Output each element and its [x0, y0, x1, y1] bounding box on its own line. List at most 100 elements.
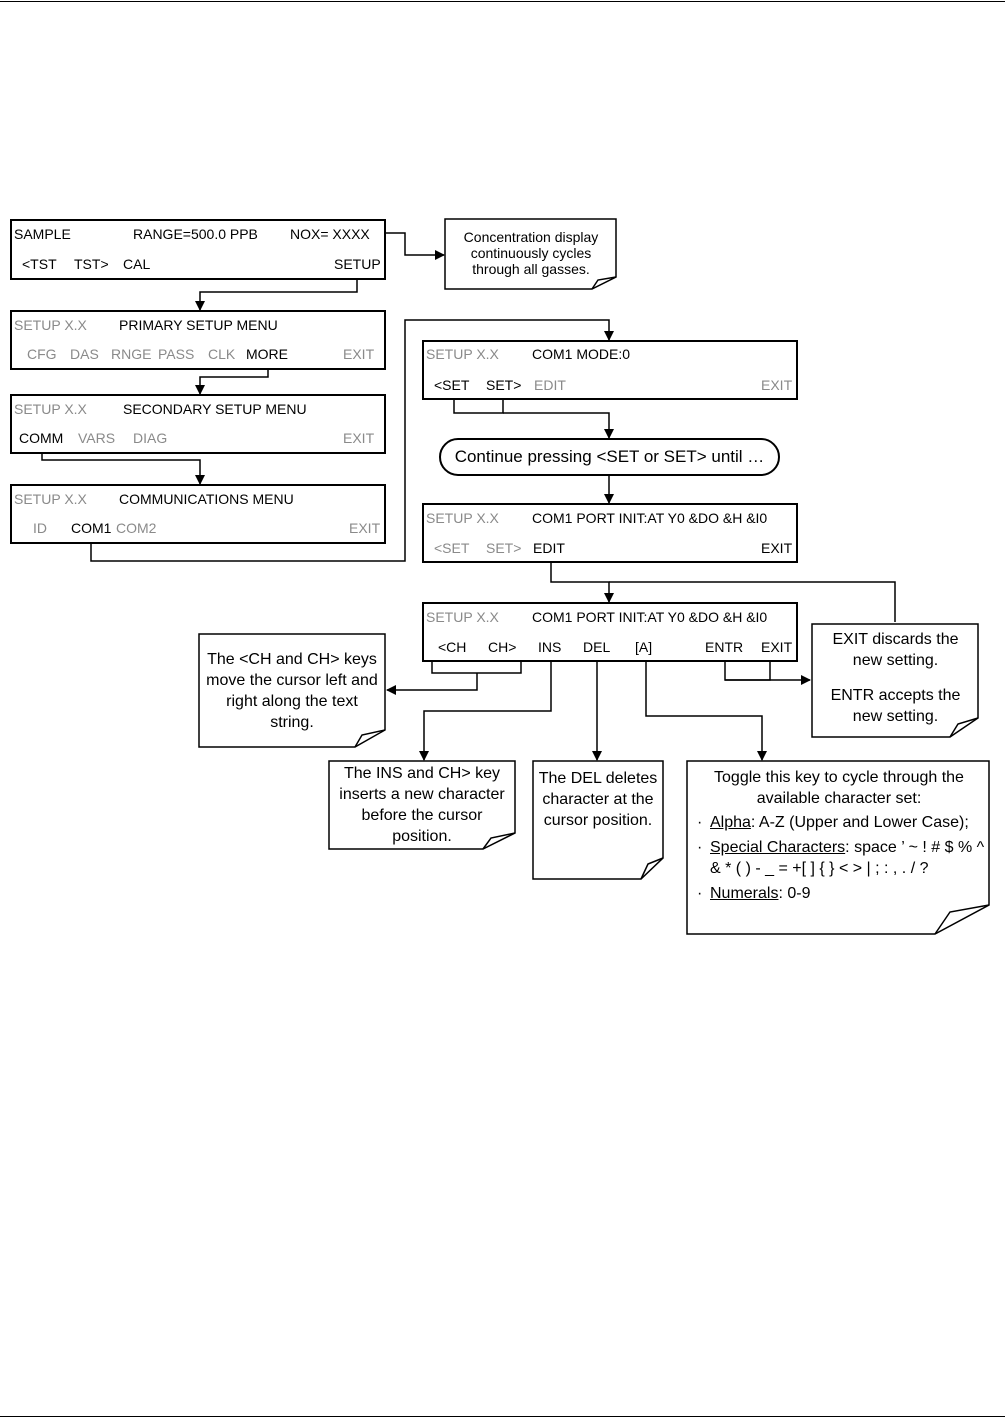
comm-title: COMMUNICATIONS MENU	[119, 491, 294, 507]
rnge-button[interactable]: RNGE	[111, 346, 152, 362]
exit-note-text: EXIT discards the new setting.	[832, 631, 959, 669]
diag-button[interactable]: DIAG	[133, 430, 168, 446]
continue-pressing-pill: Continue pressing <SET or SET> until …	[439, 438, 780, 476]
concentration-note-text: Concentration display continuously cycle…	[463, 229, 599, 277]
secondary-title: SECONDARY SETUP MENU	[123, 401, 307, 417]
note-shape-cursor	[198, 633, 386, 748]
set-next-button[interactable]: SET>	[486, 377, 522, 393]
com1-button[interactable]: COM1	[71, 520, 112, 536]
edit-exit-button[interactable]: EXIT	[761, 639, 793, 655]
arrow-set-to-pill	[503, 412, 614, 439]
arrow-edit-to-editscreen	[550, 557, 614, 603]
char-toggle-button[interactable]: [A]	[635, 639, 653, 655]
port-set-next-button[interactable]: SET>	[486, 540, 522, 556]
sample-display: SAMPLE RANGE=500.0 PPB NOX= XXXX <TST TS…	[10, 219, 386, 280]
entr-note-text: ENTR accepts the new setting.	[830, 687, 961, 725]
comm-button[interactable]: COMM	[19, 430, 64, 446]
communications-display: SETUP X.X COMMUNICATIONS MENU ID COM1 CO…	[10, 484, 386, 544]
note-shape-charset	[686, 760, 990, 935]
secondary-setup-display: SETUP X.X SECONDARY SETUP MENU COMM VARS…	[10, 394, 386, 454]
port-prefix: SETUP X.X	[426, 510, 499, 526]
set-prev-button[interactable]: <SET	[434, 377, 470, 393]
mode-edit-button[interactable]: EDIT	[534, 377, 566, 393]
mode-exit-button[interactable]: EXIT	[761, 377, 793, 393]
sample-title: SAMPLE	[14, 226, 71, 242]
bullet-icon: ·	[697, 814, 703, 831]
ch-next-button[interactable]: CH>	[488, 639, 517, 655]
ins-note-text: The INS and CH> key inserts a new charac…	[339, 765, 505, 845]
charset-alpha-item: · Alpha: A-Z (Upper and Lower Case);	[692, 812, 986, 833]
port-set-prev-button[interactable]: <SET	[434, 540, 470, 556]
arrow-setup-to-primary	[195, 280, 358, 311]
port-init-display: SETUP X.X COM1 PORT INIT:AT Y0 &DO &H &I…	[422, 503, 798, 563]
primary-setup-display: SETUP X.X PRIMARY SETUP MENU CFG DAS RNG…	[10, 310, 386, 370]
arrow-ins-to-note	[419, 656, 552, 761]
alpha-label: Alpha	[710, 814, 751, 831]
comm-prefix: SETUP X.X	[14, 491, 87, 507]
arrow-sample-to-note	[386, 232, 445, 260]
arrow-more-to-secondary	[195, 363, 269, 395]
ins-note: The INS and CH> key inserts a new charac…	[333, 763, 511, 847]
comm-exit-button[interactable]: EXIT	[349, 520, 381, 536]
arrow-ch-to-note	[386, 673, 478, 695]
continue-pressing-text: Continue pressing <SET or SET> until …	[454, 447, 765, 466]
special-value: : space ’ ~ ! # $ % ^ & * ( ) - _ = +[ ]…	[710, 839, 985, 877]
tst-prev-button[interactable]: <TST	[22, 256, 57, 272]
primary-exit-button[interactable]: EXIT	[343, 346, 375, 362]
exit-entr-note: EXIT discards the new setting. ENTR acce…	[818, 629, 973, 727]
range-readout: RANGE=500.0 PPB	[133, 226, 258, 242]
numerals-label: Numerals	[710, 885, 779, 902]
id-button[interactable]: ID	[33, 520, 47, 536]
entr-button[interactable]: ENTR	[705, 639, 744, 655]
port-edit-display: SETUP X.X COM1 PORT INIT:AT Y0 &DO &H &I…	[422, 602, 798, 662]
secondary-exit-button[interactable]: EXIT	[343, 430, 375, 446]
line-set-buttons	[453, 393, 504, 414]
ch-prev-button[interactable]: <CH	[438, 639, 467, 655]
bullet-icon: ·	[697, 839, 703, 856]
tst-next-button[interactable]: TST>	[74, 256, 109, 272]
com1-mode-display: SETUP X.X COM1 MODE:0 <SET SET> EDIT EXI…	[422, 340, 798, 400]
mode-title: COM1 MODE:0	[532, 346, 631, 362]
pass-button[interactable]: PASS	[158, 346, 195, 362]
clk-button[interactable]: CLK	[208, 346, 236, 362]
com2-button[interactable]: COM2	[116, 520, 157, 536]
bottom-rule	[0, 1416, 1005, 1417]
das-button[interactable]: DAS	[70, 346, 99, 362]
port-exit-button[interactable]: EXIT	[761, 540, 793, 556]
primary-prefix: SETUP X.X	[14, 317, 87, 333]
arrow-com1-to-mode	[90, 319, 614, 562]
charset-numerals-item: · Numerals: 0-9	[692, 883, 986, 904]
cal-button[interactable]: CAL	[123, 256, 151, 272]
cursor-note: The <CH and CH> keys move the cursor lef…	[203, 649, 381, 733]
port-edit-button[interactable]: EDIT	[533, 540, 565, 556]
vars-button[interactable]: VARS	[78, 430, 116, 446]
port-title: COM1 PORT INIT:AT Y0 &DO &H &I0	[532, 510, 768, 526]
nox-readout: NOX= XXXX	[290, 226, 370, 242]
arrow-char-to-note	[645, 656, 767, 761]
numerals-value: : 0-9	[778, 885, 811, 902]
concentration-note: Concentration display continuously cycle…	[452, 229, 610, 277]
charset-intro: Toggle this key to cycle through the ava…	[714, 769, 964, 807]
note-shape-exit	[811, 623, 979, 738]
note-shape-del	[532, 760, 664, 880]
charset-note: Toggle this key to cycle through the ava…	[692, 767, 986, 904]
more-button[interactable]: MORE	[246, 346, 288, 362]
edit-title: COM1 PORT INIT:AT Y0 &DO &H &I0	[532, 609, 768, 625]
del-note: The DEL deletes character at the cursor …	[538, 768, 658, 831]
special-label: Special Characters	[710, 839, 846, 856]
cursor-note-text: The <CH and CH> keys move the cursor lef…	[206, 651, 378, 731]
line-exit-port	[609, 581, 896, 622]
alpha-value: : A-Z (Upper and Lower Case);	[750, 814, 969, 831]
mode-prefix: SETUP X.X	[426, 346, 499, 362]
setup-button[interactable]: SETUP	[334, 256, 381, 272]
del-note-text: The DEL deletes character at the cursor …	[538, 770, 658, 829]
note-shape-ins	[328, 760, 516, 850]
note-shape-concentration	[444, 218, 617, 290]
cfg-button[interactable]: CFG	[27, 346, 57, 362]
secondary-prefix: SETUP X.X	[14, 401, 87, 417]
del-button[interactable]: DEL	[583, 639, 611, 655]
ins-button[interactable]: INS	[538, 639, 562, 655]
top-rule	[0, 1, 1005, 2]
edit-prefix: SETUP X.X	[426, 609, 499, 625]
